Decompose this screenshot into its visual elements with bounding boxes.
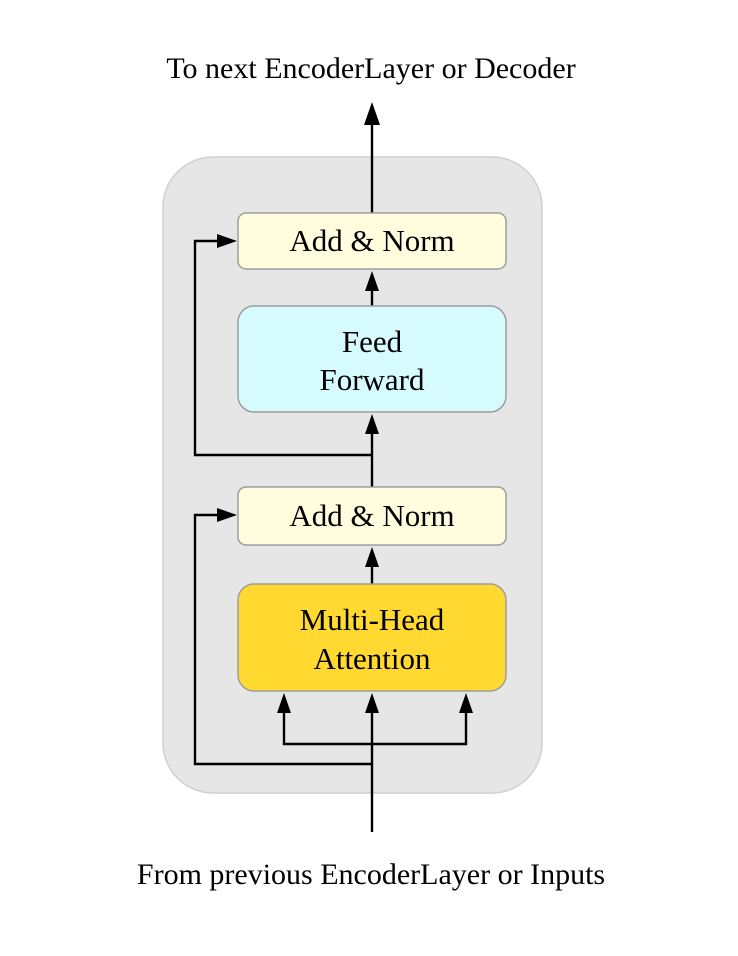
addnorm-to-ff-arrowhead	[365, 414, 379, 434]
add-norm-top-label: Add & Norm	[289, 223, 454, 258]
residual-mha-line	[193, 513, 372, 766]
input-center-arrowhead	[365, 693, 379, 713]
multi-head-attention-label-line1: Multi-Head	[300, 602, 445, 637]
ff-to-addnorm-arrowhead	[365, 271, 379, 291]
add-norm-bottom-block	[237, 486, 507, 546]
multi-head-attention-block	[237, 583, 507, 692]
feed-forward-label-line2: Forward	[319, 362, 425, 397]
feed-forward-block	[237, 305, 507, 413]
qkv-branch-line	[282, 712, 468, 746]
output-arrowhead	[364, 102, 380, 125]
residual-ff-arrowhead	[217, 234, 237, 248]
add-norm-top-block	[237, 212, 507, 270]
input-left-arrowhead	[277, 693, 291, 713]
feed-forward-label-line1: Feed	[342, 324, 403, 359]
residual-ff-line	[193, 239, 372, 457]
residual-mha-arrowhead	[217, 508, 237, 522]
multi-head-attention-label-line2: Attention	[313, 641, 431, 676]
mha-to-addnorm-arrowhead	[365, 547, 379, 567]
bottom-caption: From previous EncoderLayer or Inputs	[137, 858, 605, 891]
top-caption: To next EncoderLayer or Decoder	[166, 52, 575, 85]
input-right-arrowhead	[459, 693, 473, 713]
add-norm-bottom-label: Add & Norm	[289, 498, 454, 533]
